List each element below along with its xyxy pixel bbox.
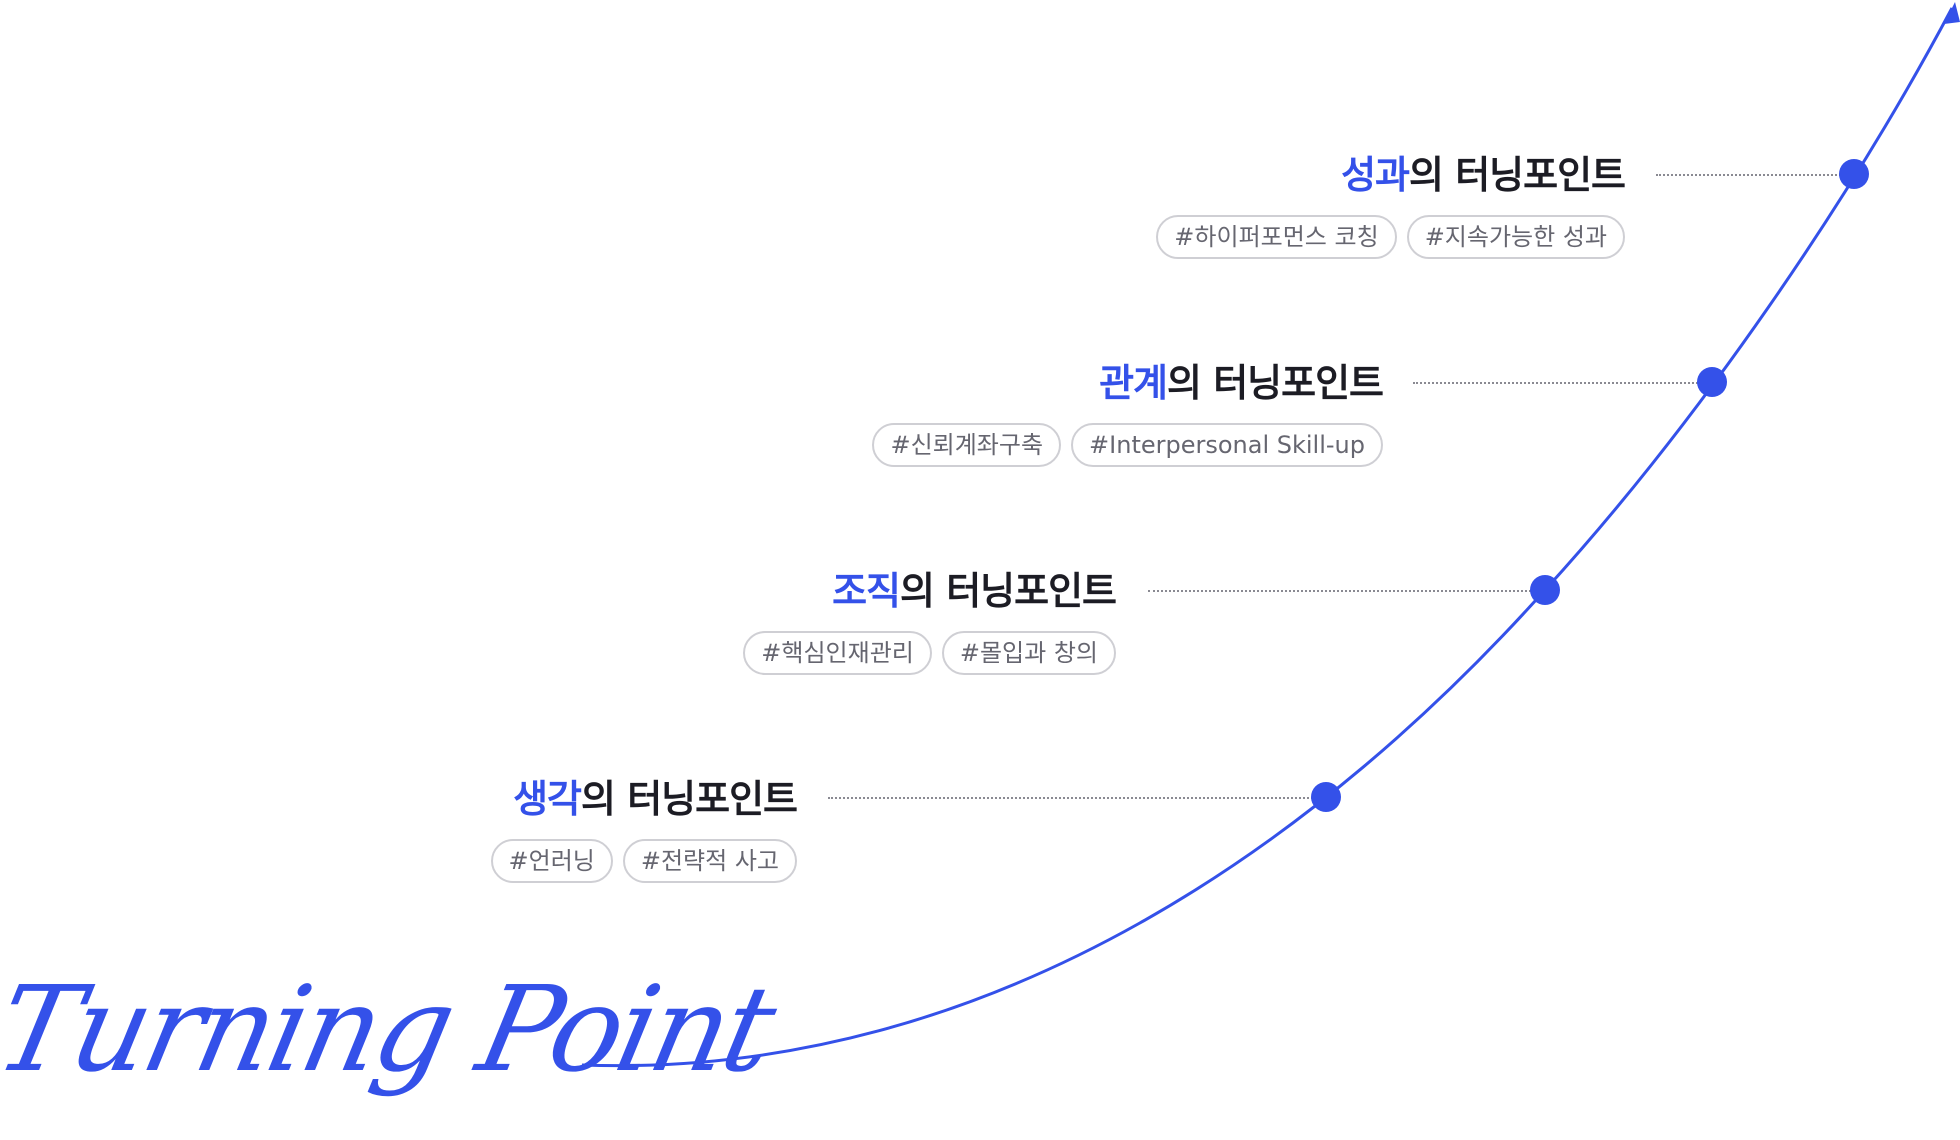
milestone-title: 생각의 터닝포인트 (513, 775, 798, 823)
arrow-head-icon (1944, 2, 1960, 24)
growth-curve-line (581, 7, 1954, 1068)
hashtag[interactable]: #언러닝 (490, 839, 613, 883)
hashtag[interactable]: #신뢰계좌구축 (872, 423, 1062, 467)
connector-line-4 (1656, 174, 1852, 176)
milestone-title-rest: 의 터닝포인트 (1409, 153, 1626, 197)
milestone-title: 성과의 터닝포인트 (1341, 151, 1626, 199)
milestone-title-accent: 조직 (832, 569, 901, 613)
milestone-title-accent: 관계 (1099, 361, 1168, 405)
milestone-node-2 (1530, 575, 1560, 605)
milestone-title-accent: 생각 (513, 777, 582, 821)
milestone-title: 관계의 터닝포인트 (1099, 359, 1384, 407)
connector-line-2 (1148, 590, 1543, 592)
connector-line-3 (1413, 382, 1710, 384)
hashtag[interactable]: #몰입과 창의 (941, 631, 1116, 675)
hashtag[interactable]: #하이퍼포먼스 코칭 (1156, 215, 1397, 259)
milestone-node-3 (1697, 367, 1727, 397)
milestone-node-4 (1839, 159, 1869, 189)
milestone-title: 조직의 터닝포인트 (832, 567, 1117, 615)
tag-list: #언러닝 #전략적 사고 (490, 839, 797, 883)
milestone-node-1 (1311, 782, 1341, 812)
tag-list: #하이퍼포먼스 코칭 #지속가능한 성과 (1156, 215, 1625, 259)
connector-line-1 (828, 797, 1324, 799)
milestone-title-rest: 의 터닝포인트 (581, 777, 798, 821)
tag-list: #신뢰계좌구축 #Interpersonal Skill-up (872, 423, 1383, 467)
milestone-title-rest: 의 터닝포인트 (900, 569, 1117, 613)
milestone-title-accent: 성과 (1341, 153, 1410, 197)
turning-point-script-title: Turning Point (0, 960, 784, 1098)
hashtag[interactable]: #핵심인재관리 (743, 631, 932, 675)
milestone-title-rest: 의 터닝포인트 (1167, 361, 1384, 405)
hashtag[interactable]: #Interpersonal Skill-up (1071, 423, 1383, 467)
hashtag[interactable]: #지속가능한 성과 (1406, 215, 1625, 259)
tag-list: #핵심인재관리 #몰입과 창의 (743, 631, 1116, 675)
hashtag[interactable]: #전략적 사고 (622, 839, 797, 883)
